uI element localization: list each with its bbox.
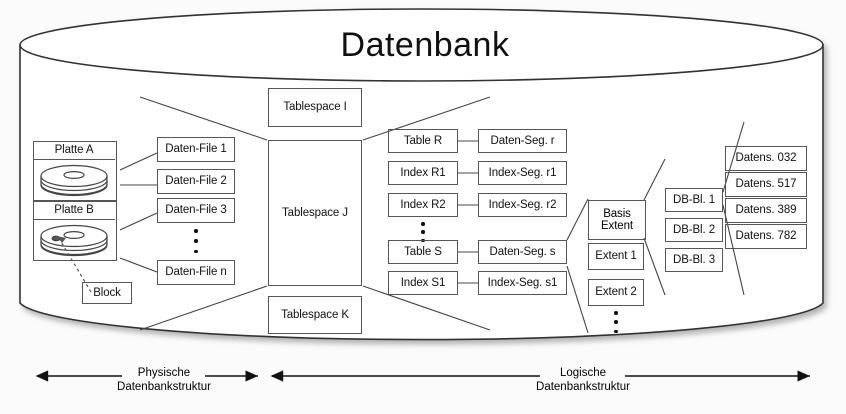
axis-label-physische: Physische Datenbankstruktur <box>104 363 224 397</box>
disk-label-platte-a: Platte A <box>54 143 94 156</box>
record-box-782: Datens. 782 <box>725 224 807 249</box>
datafile-box-1: Daten-File 1 <box>157 137 235 162</box>
block-box: Block <box>82 282 132 304</box>
segment-box-index-s1: Index-Seg. s1 <box>478 271 567 295</box>
dbblock-box-3: DB-Bl. 3 <box>665 248 723 272</box>
extent-box-basis: Basis Extent <box>588 200 646 240</box>
axis-physische-line2: Datenbankstruktur <box>117 381 211 393</box>
page-title: Datenbank <box>340 26 510 65</box>
object-box-table-r: Table R <box>388 129 458 153</box>
extent-to-block-connectors <box>643 158 666 296</box>
extent-basis-line2: Extent <box>600 220 633 232</box>
tablespace-box-i: Tablespace I <box>268 88 362 127</box>
segment-box-daten-s: Daten-Seg. s <box>478 240 567 264</box>
segment-to-extent-connectors <box>566 198 589 334</box>
disk-box-platte-b <box>33 201 117 261</box>
datafile-box-3: Daten-File 3 <box>157 198 235 223</box>
disk-label-platte-b: Platte B <box>54 203 94 216</box>
axis-label-logische: Logische Datenbankstruktur <box>523 363 643 397</box>
database-cylinder <box>19 8 824 341</box>
segment-box-index-r2: Index-Seg. r2 <box>478 193 567 217</box>
datafile-ellipsis <box>193 229 199 253</box>
record-box-032: Datens. 032 <box>725 146 807 171</box>
datafile-box-n: Daten-File n <box>157 260 235 285</box>
segment-box-index-r1: Index-Seg. r1 <box>478 161 567 185</box>
tablespace-box-j: Tablespace J <box>268 140 362 286</box>
dbblock-box-2: DB-Bl. 2 <box>665 218 723 242</box>
tablespace-to-object-connectors <box>362 96 491 331</box>
extent-box-1: Extent 1 <box>588 243 644 270</box>
object-box-index-s1: Index S1 <box>388 271 458 295</box>
object-ellipsis <box>420 222 426 242</box>
datafile-to-tablespace-connectors <box>139 96 268 331</box>
disk-box-platte-a <box>33 141 117 201</box>
record-box-389: Datens. 389 <box>725 198 807 223</box>
datafile-box-2: Daten-File 2 <box>157 169 235 194</box>
object-box-index-r1: Index R1 <box>388 161 458 185</box>
block-callout-line <box>57 236 92 293</box>
tablespace-box-k: Tablespace K <box>268 296 362 334</box>
block-to-record-connectors <box>722 121 745 296</box>
record-box-517: Datens. 517 <box>725 172 807 197</box>
disk-to-datafile-connectors <box>119 152 158 273</box>
object-to-segment-connectors <box>458 140 478 284</box>
extent-box-2: Extent 2 <box>588 279 644 306</box>
disk-box-platte-b-header-rule <box>33 219 115 220</box>
extent-basis-line1: Basis <box>603 208 631 220</box>
axis-logische-line1: Logische <box>559 366 607 379</box>
axis-logische-line2: Datenbankstruktur <box>536 381 630 393</box>
disk-box-platte-a-header-rule <box>33 159 115 160</box>
object-box-index-r2: Index R2 <box>388 193 458 217</box>
disk-icon-platte-a <box>40 164 108 197</box>
dbblock-box-1: DB-Bl. 1 <box>665 188 723 212</box>
extent-ellipsis <box>613 311 619 333</box>
axis-physische-line1: Physische <box>137 366 191 379</box>
segment-box-daten-r: Daten-Seg. r <box>478 129 567 153</box>
object-box-table-s: Table S <box>388 240 458 264</box>
